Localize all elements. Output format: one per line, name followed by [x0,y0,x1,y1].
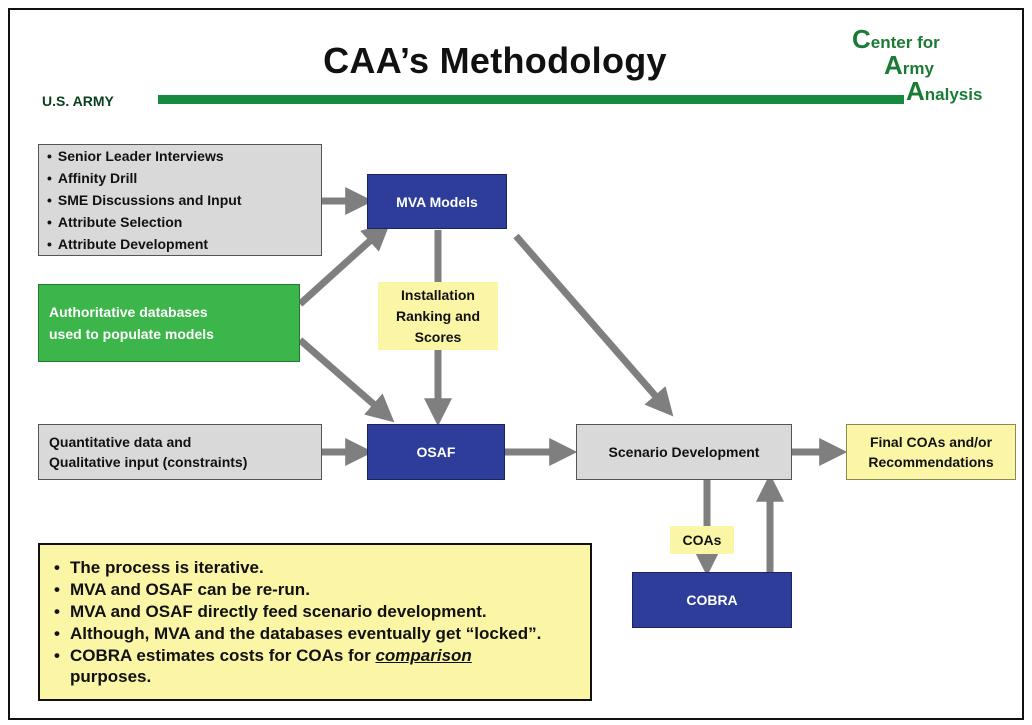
arrow-db-to-osaf [297,337,395,423]
databases-box: Authoritative databases used to populate… [38,284,300,362]
logo-text-2: rmy [902,59,934,78]
coas-label-text: COAs [682,532,722,548]
logo-line-2: Army [884,50,934,81]
slide: CAA’s Methodology U.S. ARMY Center for A… [8,8,1024,720]
ranking-line-1: Installation [401,286,475,303]
mva-models-label: MVA Models [396,193,478,210]
flow-arrows [297,187,848,577]
arrow-db-to-mva [297,222,391,307]
logo-line-3: Analysis [906,76,982,107]
final-line-2: Recommendations [868,454,994,470]
logo-text-1: enter for [870,33,940,52]
caa-logo: Center for Army Analysis [848,24,1022,124]
cobra-label: COBRA [686,592,738,608]
notes-item: The process is iterative. [54,557,541,578]
inputs-list: Senior Leader Interviews Affinity Drill … [39,145,242,255]
ranking-line-3: Scores [414,328,462,345]
notes-item: MVA and OSAF can be re-run. [54,579,541,600]
notes-cobra-end: purposes. [70,666,152,686]
inputs-item: Affinity Drill [47,167,242,189]
cobra-box: COBRA [632,572,792,628]
notes-item: MVA and OSAF directly feed scenario deve… [54,601,541,622]
inputs-item: Senior Leader Interviews [47,145,242,167]
notes-item: Although, MVA and the databases eventual… [54,623,541,644]
final-coas-box: Final COAs and/or Recommendations [846,424,1016,480]
notes-cobra-text: COBRA estimates costs for COAs for [70,645,376,665]
osaf-box: OSAF [367,424,505,480]
databases-line-1: Authoritative databases [49,304,208,320]
osaf-label: OSAF [416,444,456,460]
inputs-box: Senior Leader Interviews Affinity Drill … [38,144,322,256]
arrow-mva-to-scenario [513,233,674,417]
scenario-development-box: Scenario Development [576,424,792,480]
inputs-item: Attribute Development [47,233,242,255]
notes-emphasis: comparison [375,645,472,665]
inputs-item: SME Discussions and Input [47,189,242,211]
inputs-item: Attribute Selection [47,211,242,233]
final-line-1: Final COAs and/or [869,434,993,450]
coas-label: COAs [670,526,734,554]
scenario-label: Scenario Development [608,444,760,460]
ranking-label: Installation Ranking and Scores [378,282,498,350]
logo-initial-a1: A [884,50,903,80]
databases-line-2: used to populate models [49,326,214,342]
mva-models-box: MVA Models [367,174,507,229]
logo-line-1: Center for [852,24,940,55]
quant-input-box: Quantitative data and Qualitative input … [38,424,322,480]
ranking-line-2: Ranking and [395,307,480,324]
logo-text-3: nalysis [924,85,983,104]
notes-list: The process is iterative. MVA and OSAF c… [40,557,541,688]
logo-initial-a2: A [906,76,925,106]
notes-box: The process is iterative. MVA and OSAF c… [38,543,592,701]
header-divider-bar [158,95,904,104]
org-label: U.S. ARMY [42,93,114,109]
logo-initial-c: C [852,24,871,54]
page-title: CAA’s Methodology [323,40,667,81]
quant-line-1: Quantitative data and [49,434,192,450]
quant-line-2: Qualitative input (constraints) [49,454,248,470]
notes-item-cobra: COBRA estimates costs for COAs for compa… [54,645,541,687]
